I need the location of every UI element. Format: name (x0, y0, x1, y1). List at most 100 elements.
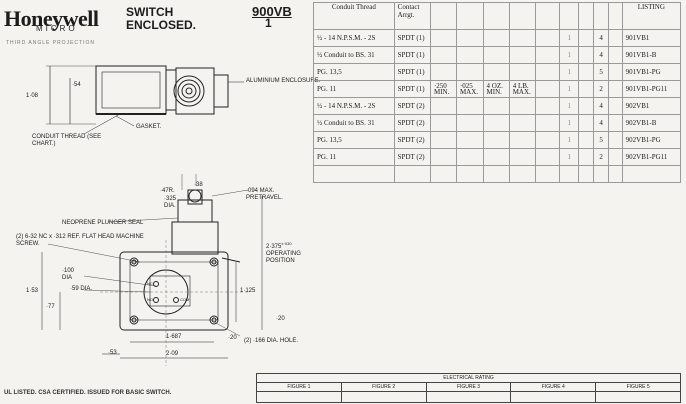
table-row: ½ - 14 N.P.S.M. - 2S SPDT (2) 1 4 902VB1 (313, 97, 682, 115)
cell-fig: 2 (592, 80, 610, 98)
aluminium-enclosure-label: ALUMINIUM ENCLOSURE. (246, 78, 321, 84)
dim-77: ·77 (46, 304, 55, 310)
cell-conduit: PG. 13,5 (313, 63, 395, 81)
projection-note: THIRD ANGLE PROJECTION (6, 40, 95, 46)
cell-fig: 4 (592, 97, 610, 115)
screw-label-line-1: (2) 6-32 NC x ·312 REF. FLAT HEAD MACHIN… (16, 234, 144, 240)
cell-fig: 4 (592, 46, 610, 64)
header-faint-5 (535, 2, 561, 30)
table-row: ½ - 14 N.P.S.M. - 2S SPDT (1) 1 4 901VB1 (313, 29, 682, 47)
cell-contact: SPDT (1) (393, 80, 431, 98)
cell-fig: 5 (592, 63, 610, 81)
cell-col: 1 (559, 114, 580, 132)
cell-listing: 902VB1-B (621, 114, 682, 132)
title-line-1: SWITCH (126, 5, 174, 19)
operating-position-tolerance: ±·030 (281, 241, 292, 246)
cell-contact: SPDT (1) (393, 29, 431, 47)
cell-contact: SPDT (2) (393, 148, 431, 166)
dim-478: ·47R. (160, 188, 175, 194)
cell-contact: SPDT (2) (393, 131, 431, 149)
dim-53: ·53 (108, 350, 117, 356)
electrical-rating-title: ELECTRICAL RATING (256, 373, 681, 383)
cell-col: 1 (559, 46, 580, 64)
operating-position-label: 2·375±·030 OPERATING POSITION (266, 240, 306, 265)
header-contact: Contact Arrgt. (393, 2, 431, 30)
cell-listing: 902VB1-PG11 (621, 148, 682, 166)
model-number: 900VB (252, 4, 292, 19)
cell-col: 1 (559, 29, 580, 47)
conduit-thread-label: CONDUIT THREAD (SEE CHART.) (32, 134, 102, 147)
header-faint-6 (559, 2, 580, 30)
table-row: PG. 13,5 SPDT (1) 1 5 901VB1-PG (313, 63, 682, 81)
cell-fig: 2 (592, 148, 610, 166)
cell-conduit: ½ - 14 N.P.S.M. - 2S (313, 97, 395, 115)
title-line-2: ENCLOSED. (126, 18, 197, 32)
header-faint-2 (455, 2, 484, 30)
listing-table: Conduit Thread Contact Arrgt. LISTING ½ … (313, 2, 682, 183)
dim-height: 1·08 (26, 93, 39, 99)
figure-4-header: FIGURE 4 (510, 382, 597, 392)
header-faint-8 (592, 2, 610, 30)
cell-listing: 901VB1-B (621, 46, 682, 64)
cell-fig: 4 (592, 114, 610, 132)
screw-label: (2) 6-32 NC x ·312 REF. FLAT HEAD MACHIN… (16, 234, 144, 248)
terminal-no: NO (147, 297, 153, 302)
enclosure-top-view (95, 65, 167, 115)
operating-position-value: 2·375 (266, 244, 282, 250)
gasket-label: GASKET. (136, 124, 162, 130)
figure-1-header: FIGURE 1 (256, 382, 342, 392)
header-faint-9 (608, 2, 623, 30)
cell-contact: SPDT (1) (393, 46, 431, 64)
cell-listing: 901VB1 (621, 29, 682, 47)
dim-38: ·38 (194, 182, 203, 188)
cell-conduit: PG. 11 (313, 80, 395, 98)
electrical-rating-table: ELECTRICAL RATING FIGURE 1 FIGURE 2 FIGU… (256, 373, 681, 403)
figure-3-header: FIGURE 3 (425, 382, 512, 392)
figure-2-header: FIGURE 2 (340, 382, 427, 392)
hole-note: (2) ·166 DIA. HOLE. (244, 338, 299, 344)
terminal-nc: NC (147, 281, 153, 286)
cell-col: 1 (559, 148, 580, 166)
spec-3: 4 OZ.MIN. (482, 80, 510, 98)
spec-4: 4 LB.MAX. (508, 80, 537, 98)
cell-contact: SPDT (2) (393, 97, 431, 115)
enclosure-front-view (119, 251, 229, 331)
table-row: PG. 11 SPDT (2) 1 2 902VB1-PG11 (313, 148, 682, 166)
document-title: SWITCH ENCLOSED. (126, 6, 196, 32)
table-row: ½ Conduit to BS. 31 SPDT (2) 1 4 902VB1-… (313, 114, 682, 132)
footer-note: UL LISTED. CSA CERTIFIED. ISSUED FOR BAS… (4, 390, 172, 396)
cell-contact: SPDT (1) (393, 63, 431, 81)
figure-5-header: FIGURE 5 (595, 382, 681, 392)
dim-1687: 1·687 (166, 334, 182, 340)
cell-col: 1 (559, 80, 580, 98)
cell-conduit: PG. 11 (313, 148, 395, 166)
brand-subtitle: MICRO (36, 24, 78, 33)
dim-153: 1·53 (26, 288, 39, 294)
table-row: PG. 13,5 SPDT (2) 1 5 902VB1-PG (313, 131, 682, 149)
dim-325: ·325 DIA. (164, 196, 177, 209)
table-header-row: Conduit Thread Contact Arrgt. LISTING (313, 2, 682, 30)
dim-209: 2·09 (166, 351, 179, 357)
cell-fig: 5 (592, 131, 610, 149)
dim-1125: 1·125 (240, 288, 256, 294)
screw-label-line-2: SCREW. (16, 241, 40, 247)
cell-listing: 901VB1-PG11 (621, 80, 682, 98)
dim-20-horizontal: ·20 (228, 335, 237, 341)
table-row-empty (313, 165, 682, 183)
cell-conduit: PG. 13,5 (313, 131, 395, 149)
cell-col: 1 (559, 131, 580, 149)
cell-conduit: ½ Conduit to BS. 31 (313, 114, 395, 132)
dim-100: ·100 DIA (62, 268, 75, 281)
header-faint-4 (508, 2, 537, 30)
header-faint-3 (482, 2, 510, 30)
header-faint-7 (578, 2, 594, 30)
cell-listing: 902VB1-PG (621, 131, 682, 149)
header-listing: LISTING (621, 2, 682, 30)
operating-position-text: OPERATING POSITION (266, 251, 301, 264)
cell-conduit: ½ - 14 N.P.S.M. - 2S (313, 29, 395, 47)
cell-conduit: ½ Conduit to BS. 31 (313, 46, 395, 64)
cell-listing: 901VB1-PG (621, 63, 682, 81)
